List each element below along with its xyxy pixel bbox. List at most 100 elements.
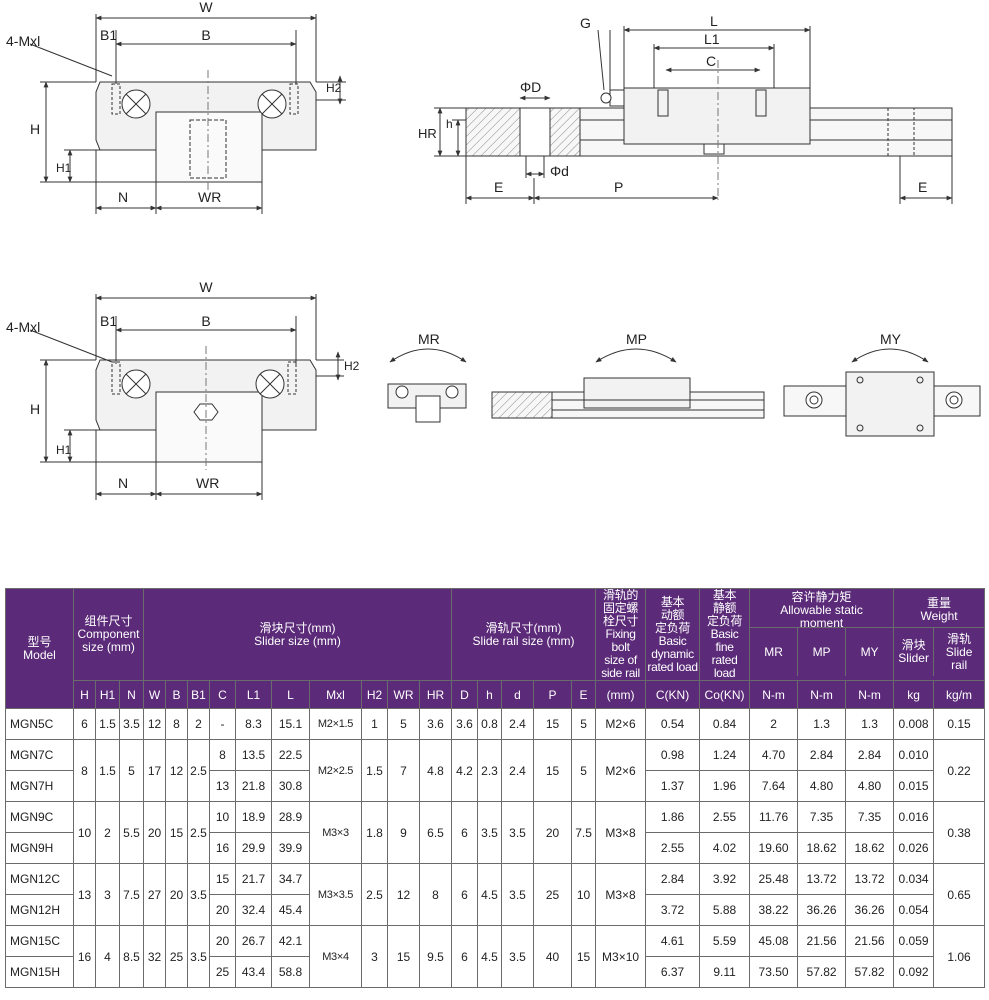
table-cell: 5.88 <box>699 894 751 926</box>
table-cell: M3×3 <box>309 801 362 864</box>
table-cell: 21.7 <box>235 863 272 895</box>
header-cell: kg <box>893 680 935 709</box>
table-cell: 7.5 <box>119 863 144 926</box>
table-cell: 8.3 <box>235 708 272 740</box>
table-cell: 13.5 <box>235 739 272 771</box>
table-cell: 6 <box>451 801 479 864</box>
dim-G: G <box>580 15 591 31</box>
table-cell: 0.84 <box>699 708 751 740</box>
table-cell: 0.22 <box>933 739 986 802</box>
dim-B: B <box>201 27 210 43</box>
table-cell: 2 <box>187 708 210 740</box>
table-cell: 0.8 <box>477 708 503 740</box>
table-cell: 7.35 <box>797 801 847 833</box>
table-cell: 2.55 <box>699 801 751 833</box>
table-cell: 38.22 <box>749 894 799 926</box>
table-cell: 25 <box>533 863 573 926</box>
table-cell: 1.3 <box>797 708 847 740</box>
table-cell: 1.5 <box>361 739 388 802</box>
table-cell: 0.008 <box>893 708 935 740</box>
table-cell: 8 <box>165 708 188 740</box>
table-cell: 2.4 <box>501 708 535 740</box>
table-cell: 2.84 <box>797 739 847 771</box>
table-cell: 57.82 <box>797 956 847 988</box>
table-cell: 0.054 <box>893 894 935 926</box>
model-cell: MGN7H <box>5 770 74 802</box>
table-cell: 4.5 <box>477 863 503 926</box>
dim-HR: HR <box>418 126 437 141</box>
table-cell: 4.61 <box>645 925 701 957</box>
table-cell: M2×6 <box>595 708 647 740</box>
dim-L: L <box>710 13 718 29</box>
table-cell: 5 <box>387 708 420 740</box>
table-cell: 27 <box>143 863 166 926</box>
dim-B1-2: B1 <box>100 313 117 329</box>
table-cell: 5 <box>119 739 144 802</box>
header-cell: HR <box>418 680 453 709</box>
header-cell: (mm) <box>595 680 647 709</box>
dim-WR-2: WR <box>196 475 219 491</box>
header-cell: B <box>165 680 188 709</box>
table-cell: 15 <box>571 925 597 988</box>
table-cell: 3.5 <box>187 925 210 988</box>
drawings-svg: W B1 B 4-Mxl H2 H H1 N WR <box>6 0 981 500</box>
table-cell: 32.4 <box>235 894 272 926</box>
table-cell: 3.6 <box>451 708 479 740</box>
table-cell: 3.5 <box>501 801 535 864</box>
table-cell: 0.092 <box>893 956 935 988</box>
table-cell: 4.80 <box>845 770 895 802</box>
dim-H1-2: H1 <box>56 443 72 457</box>
table-cell: 26.7 <box>235 925 272 957</box>
table-cell: 18.62 <box>797 832 847 864</box>
table-cell: 16 <box>73 925 96 988</box>
table-cell: 29.9 <box>235 832 272 864</box>
table-cell: 0.98 <box>645 739 701 771</box>
table-cell: 5.5 <box>119 801 144 864</box>
dim-B1: B1 <box>100 27 117 43</box>
table-cell: 9.11 <box>699 956 751 988</box>
table-cell: 2 <box>749 708 799 740</box>
header-cell: WR <box>387 680 420 709</box>
moment-mr-diagram <box>387 348 467 423</box>
dim-H2: H2 <box>326 81 342 95</box>
table-cell: 2.84 <box>845 739 895 771</box>
header-cell: Mxl <box>309 680 362 709</box>
table-cell: 4.8 <box>418 739 453 802</box>
table-cell: 7.64 <box>749 770 799 802</box>
table-cell: 58.8 <box>271 956 310 988</box>
table-cell: 7 <box>387 739 420 802</box>
table-cell: 3.5 <box>477 801 503 864</box>
front-view-bottom-labels: W B1 B 4-Mxl H2 H H1 N WR <box>6 279 360 491</box>
dim-C: C <box>706 53 716 69</box>
table-cell: 4 <box>95 925 120 988</box>
header-cell: kg/m <box>933 680 986 709</box>
header-cell: N-m <box>749 680 799 709</box>
table-cell: 15 <box>387 925 420 988</box>
table-cell: 15 <box>165 801 188 864</box>
dim-N: N <box>118 189 128 205</box>
table-cell: 40 <box>533 925 573 988</box>
table-cell: 34.7 <box>271 863 310 895</box>
header-cell: C(KN) <box>645 680 701 709</box>
table-cell: 6 <box>73 708 96 740</box>
header-slider: 滑块尺寸(mm)Slider size (mm) <box>142 588 453 681</box>
table-cell: 4.02 <box>699 832 751 864</box>
dim-H2-2: H2 <box>344 359 360 373</box>
table-cell: 15 <box>533 739 573 802</box>
table-cell: 12 <box>165 739 188 802</box>
table-cell: 32 <box>143 925 166 988</box>
table-cell: M3×10 <box>595 925 647 988</box>
table-cell: 30.8 <box>271 770 310 802</box>
table-cell: 13 <box>209 770 236 802</box>
table-cell: 1.5 <box>95 708 120 740</box>
table-cell: 6 <box>451 925 479 988</box>
dim-H: H <box>30 121 40 137</box>
table-cell: 36.26 <box>797 894 847 926</box>
header-cell: L1 <box>235 680 272 709</box>
